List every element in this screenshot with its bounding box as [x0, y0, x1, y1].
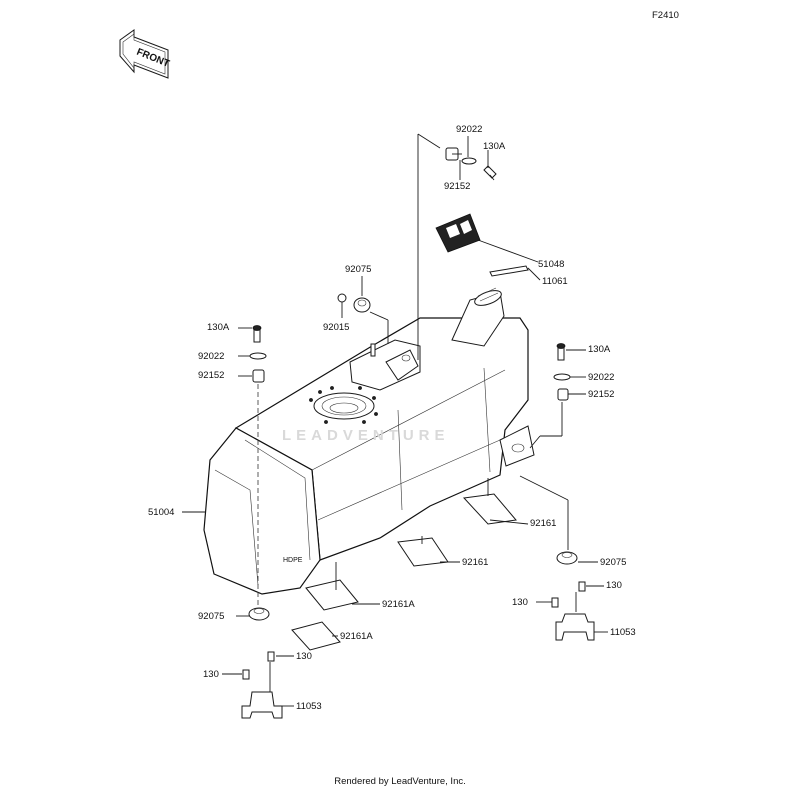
callout-11061[interactable]: 11061 [542, 276, 568, 287]
callout-92022-top[interactable]: 92022 [456, 124, 483, 135]
callout-92161a-upper[interactable]: 92161A [382, 599, 415, 610]
callout-92015[interactable]: 92015 [323, 322, 350, 333]
callout-51004[interactable]: 51004 [148, 507, 175, 518]
callout-92152-left[interactable]: 92152 [198, 370, 225, 381]
callout-11053-right[interactable]: 11053 [610, 627, 636, 638]
callout-92075-right[interactable]: 92075 [600, 557, 627, 568]
svg-text:HDPE: HDPE [283, 557, 303, 564]
callout-130-right-lower[interactable]: 130 [512, 597, 528, 608]
callout-51048[interactable]: 51048 [538, 259, 565, 270]
callout-130-left-lower[interactable]: 130 [203, 669, 219, 680]
callout-130a-left[interactable]: 130A [207, 322, 230, 333]
callout-92022-right[interactable]: 92022 [588, 372, 615, 383]
callout-11053-left[interactable]: 11053 [296, 701, 322, 712]
callout-92161a-lower[interactable]: 92161A [340, 631, 373, 642]
leader-lines [182, 133, 608, 707]
callout-92022-left[interactable]: 92022 [198, 351, 225, 362]
rubber-pads [291, 493, 517, 651]
callout-92152-top[interactable]: 92152 [444, 181, 471, 192]
footer-credit: Rendered by LeadVenture, Inc. [334, 776, 466, 787]
fuel-tank: HDPE [203, 287, 535, 595]
callout-92152-right[interactable]: 92152 [588, 389, 615, 400]
callout-130a-right[interactable]: 130A [588, 344, 611, 355]
hardware [241, 147, 595, 719]
front-arrow-icon: FRONT [119, 29, 171, 79]
callout-130-left-upper[interactable]: 130 [296, 651, 312, 662]
callout-130-right-upper[interactable]: 130 [606, 580, 622, 591]
diagram-code: F2410 [652, 10, 679, 21]
callout-92161-center[interactable]: 92161 [462, 557, 489, 568]
callout-92075-left[interactable]: 92075 [198, 611, 225, 622]
callout-92075-top[interactable]: 92075 [345, 264, 372, 275]
callout-130a-top[interactable]: 130A [483, 141, 506, 152]
watermark: LEADVENTURE [282, 427, 450, 444]
callout-92161-right[interactable]: 92161 [530, 518, 557, 529]
